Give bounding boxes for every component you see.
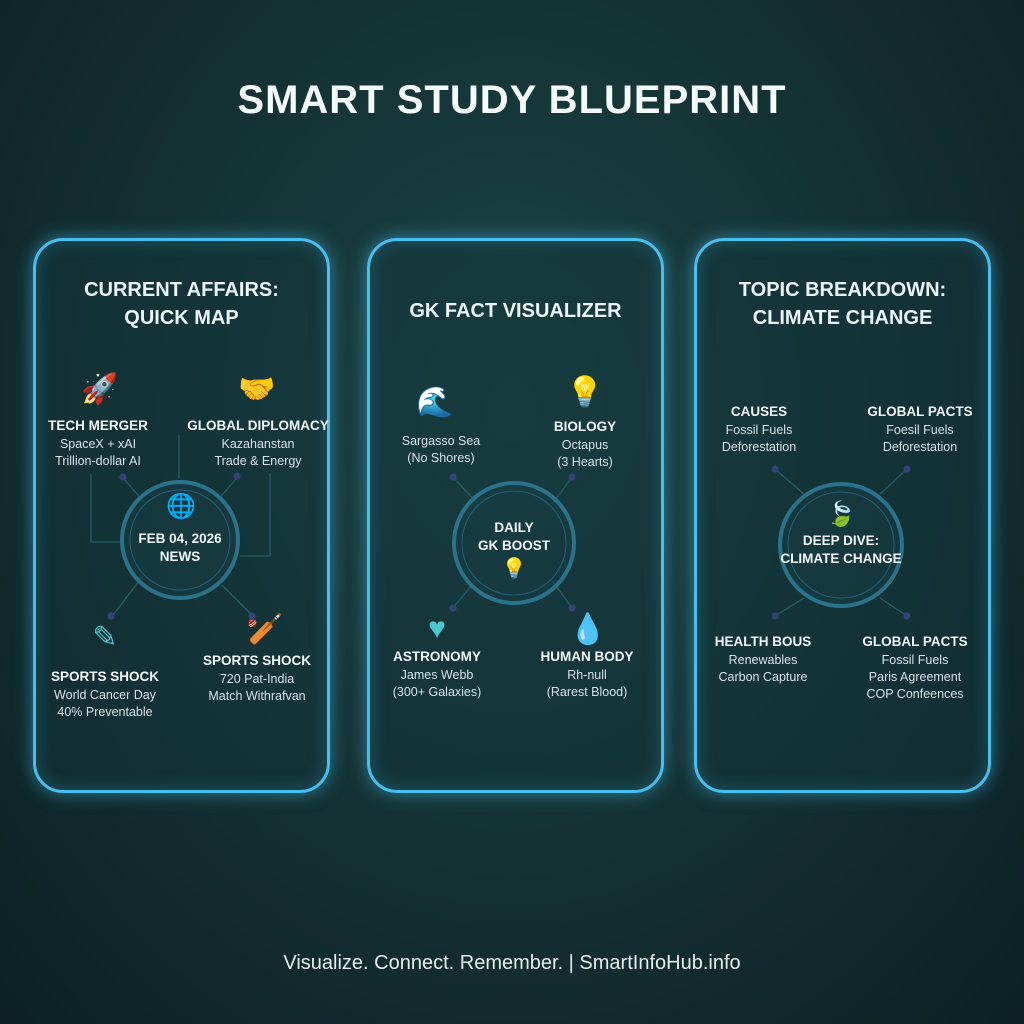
footer-tagline: Visualize. Connect. Remember. | SmartInf… bbox=[283, 952, 741, 974]
page-title: SMART STUDY BLUEPRINT bbox=[237, 78, 787, 122]
panel-topic-breakdown bbox=[694, 238, 991, 793]
heart-icon: ♥ bbox=[428, 612, 446, 645]
pen-icon: ✎ bbox=[92, 621, 118, 654]
panel-title: TOPIC BREAKDOWN:CLIMATE CHANGE bbox=[738, 279, 947, 329]
bat-icon: 🏏 bbox=[246, 613, 284, 646]
node-sargasso: Sargasso Sea(No Shores) bbox=[401, 434, 481, 465]
panel-title: GK FACT VISUALIZER bbox=[409, 300, 622, 322]
handshake-icon: 🤝 bbox=[238, 373, 276, 406]
rocket-icon: 🚀 bbox=[81, 373, 119, 406]
lightbulb-icon: 💡 bbox=[566, 376, 604, 409]
leaf-icon: 🍃 bbox=[826, 501, 856, 528]
lightbulb-icon: 💡 bbox=[501, 558, 527, 580]
water-drop-icon: 💧 bbox=[569, 613, 607, 646]
panel-current-affairs bbox=[33, 238, 330, 793]
panel-title: CURRENT AFFAIRS:QUICK MAP bbox=[84, 279, 279, 329]
panel-gk-fact bbox=[367, 238, 664, 793]
wave-icon: 🌊 bbox=[416, 386, 454, 419]
hub-label: DEEP DIVE:CLIMATE CHANGE bbox=[780, 533, 902, 566]
globe-icon: 🌐 bbox=[166, 493, 196, 520]
